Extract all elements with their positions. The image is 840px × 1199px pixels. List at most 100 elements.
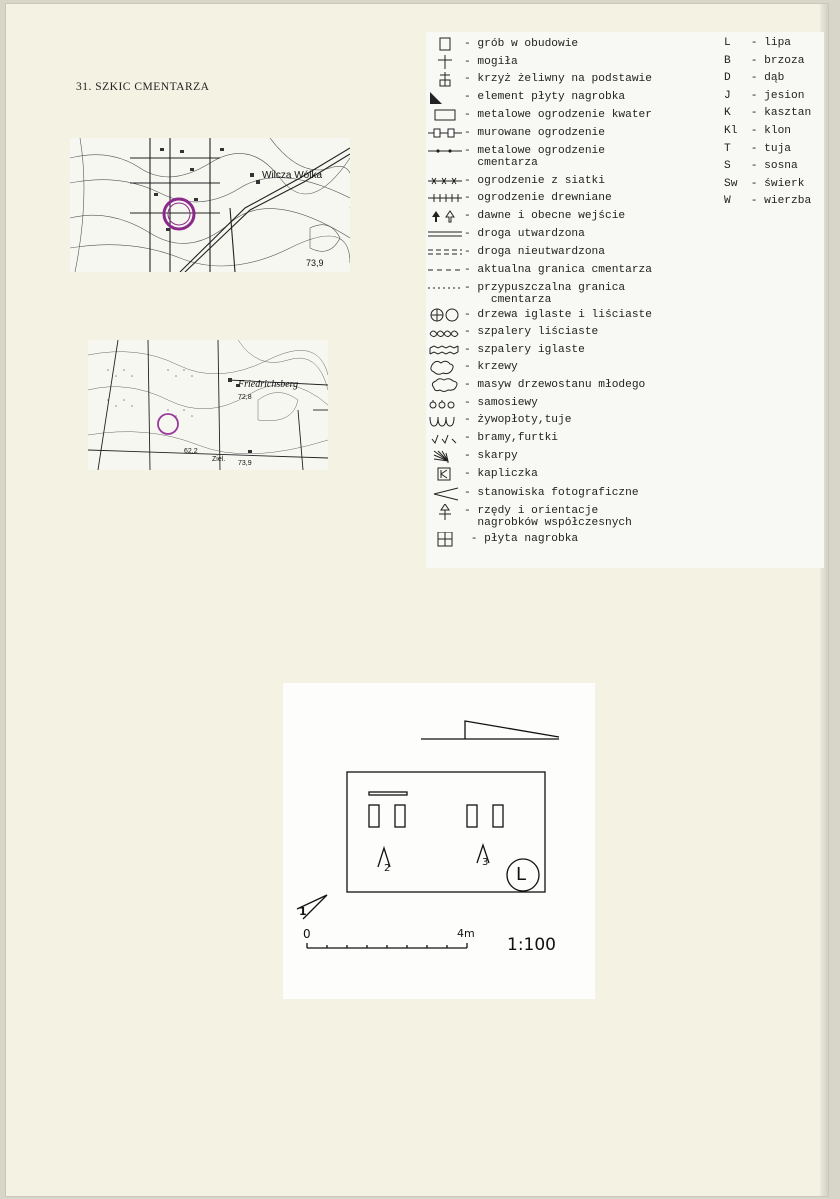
- dotted-icon: [426, 282, 464, 296]
- legend-item: - płyta nagrobka: [426, 532, 579, 547]
- double-line-icon: [426, 228, 464, 242]
- scale-end-label: 4m: [457, 927, 475, 940]
- legend-item: - mogiła: [426, 55, 518, 70]
- scale-start-label: 0: [303, 927, 311, 941]
- legend-item-label: - kapliczka: [464, 468, 538, 480]
- legend-panel: - grób w obudowie - mogiła - krzyż żeliwny…: [426, 32, 824, 568]
- legend-item-label: - murowane ogrodzenie: [464, 127, 605, 139]
- gate-icon: [426, 432, 464, 446]
- legend-item-label: - krzewy: [464, 361, 518, 373]
- dashed-double-icon: [426, 246, 464, 260]
- legend-item: - ogrodzenie z siatki: [426, 175, 605, 189]
- tree-name: dąb: [764, 72, 785, 85]
- legend-item: - murowane ogrodzenie: [426, 127, 605, 141]
- tree-key-row: K - kasztan: [724, 107, 811, 125]
- wave-icon: [426, 414, 464, 428]
- grave-box-icon: [426, 37, 464, 52]
- map-2-drawing: [88, 340, 328, 470]
- xline-icon: [426, 175, 464, 189]
- dotline-icon: [426, 145, 464, 159]
- legend-item: - bramy,furtki: [426, 432, 558, 446]
- legend-item: - szpalery liściaste: [426, 326, 598, 340]
- map-2-road-label: Ziel.: [212, 456, 226, 463]
- circles-icon: [426, 397, 464, 411]
- tree-key-row: Kl - klon: [724, 125, 811, 143]
- tree-abbr: D: [724, 72, 731, 85]
- legend-item: - rzędy i orientacje nagrobków współczes…: [426, 504, 632, 529]
- tree-key-row: D - dąb: [724, 72, 811, 90]
- legend-item-label: - dawne i obecne wejście: [464, 210, 626, 222]
- tree-name: wierzba: [764, 195, 812, 208]
- legend-item: - grób w obudowie: [426, 37, 578, 52]
- tree-name: świerk: [764, 177, 805, 190]
- photo-station-3-label: 3: [482, 857, 489, 868]
- tree-label: L: [516, 864, 527, 885]
- tree-dash: -: [744, 72, 765, 85]
- map-2-elevation-1: 72,8: [238, 394, 252, 401]
- tree-key-row: Sw - świerk: [724, 178, 811, 196]
- legend-item-label: - krzyż żeliwny na podstawie: [464, 73, 652, 85]
- tree-dash: -: [744, 160, 765, 173]
- slab-icon: [426, 532, 464, 547]
- cloud-row-icon: [426, 326, 464, 340]
- tree-abbr: S: [724, 160, 731, 173]
- tree-abbr: Kl: [724, 124, 738, 137]
- tree-dash: -: [744, 177, 765, 190]
- angle-icon: [426, 487, 464, 501]
- legend-item-label: - mogiła: [464, 56, 518, 68]
- legend-item: - element płyty nagrobka: [426, 91, 625, 105]
- grave-box-4: [492, 804, 504, 828]
- wall-icon: [426, 127, 464, 141]
- legend-item: - aktualna granica cmentarza: [426, 264, 652, 278]
- slab-element: [368, 791, 408, 796]
- grave-box-2: [394, 804, 406, 828]
- zigzag-row-icon: [426, 344, 464, 358]
- legend-item-label: - droga utwardzona: [464, 228, 585, 240]
- slope-icon: [426, 450, 464, 464]
- legend-item-label: - przypuszczalna granica cmentarza: [464, 282, 626, 306]
- page-edge: [820, 4, 828, 1196]
- legend-item: - metalowe ogrodzenie kwater: [426, 109, 652, 123]
- photo-station-2: [377, 845, 391, 868]
- tree-key-row: W - wierzba: [724, 195, 811, 213]
- tree-key-row: J - jesion: [724, 90, 811, 108]
- tree-abbr: W: [724, 195, 731, 208]
- cloud-icon: [426, 378, 464, 393]
- legend-item-label: - rzędy i orientacje nagrobków współczes…: [464, 505, 632, 529]
- arrows-icon: [426, 210, 464, 224]
- map-2-elevation-3: 62,2: [184, 448, 198, 455]
- map-2-elevation-2: 73,9: [238, 460, 252, 467]
- map-1-elevation-label: 73,9: [306, 258, 324, 268]
- tree-key-row: S - sosna: [724, 160, 811, 178]
- tree-abbr: L: [724, 37, 731, 49]
- legend-item: - droga nieutwardzona: [426, 246, 605, 260]
- legend-item: - ogrodzenie drewniane: [426, 192, 612, 206]
- page-title: 31. SZKIC CMENTARZA: [76, 81, 210, 93]
- iron-cross-icon: [426, 72, 464, 87]
- orientation-icon: [426, 504, 464, 520]
- tree-abbr: J: [724, 89, 731, 102]
- legend-item-label: - bramy,furtki: [464, 432, 558, 444]
- legend-item-label: - element płyty nagrobka: [464, 91, 626, 103]
- triangle-icon: [426, 91, 464, 105]
- legend-item: - skarpy: [426, 450, 518, 464]
- tree-name: jesion: [764, 89, 805, 102]
- legend-item-label: - płyta nagrobka: [464, 533, 579, 545]
- tree-dash: -: [744, 195, 765, 208]
- tree-abbr: K: [724, 107, 731, 120]
- legend-item: - kapliczka: [426, 467, 538, 482]
- chapel-icon: [426, 467, 464, 482]
- legend-item-label: - skarpy: [464, 450, 518, 462]
- tree-name: brzoza: [764, 54, 805, 67]
- legend-item: - krzewy: [426, 360, 518, 375]
- photo-station-2-label: 2: [384, 863, 391, 874]
- tree-linden-circle: [506, 858, 540, 892]
- tree-key-row: T - tuja: [724, 143, 811, 161]
- legend-item: - droga utwardzona: [426, 228, 585, 242]
- tree-dash: -: [744, 142, 765, 155]
- sketch-drawing: [296, 720, 560, 949]
- legend-item: - przypuszczalna granica cmentarza: [426, 282, 625, 306]
- tree-name: lipa: [764, 37, 792, 49]
- legend-item: - szpalery iglaste: [426, 344, 585, 358]
